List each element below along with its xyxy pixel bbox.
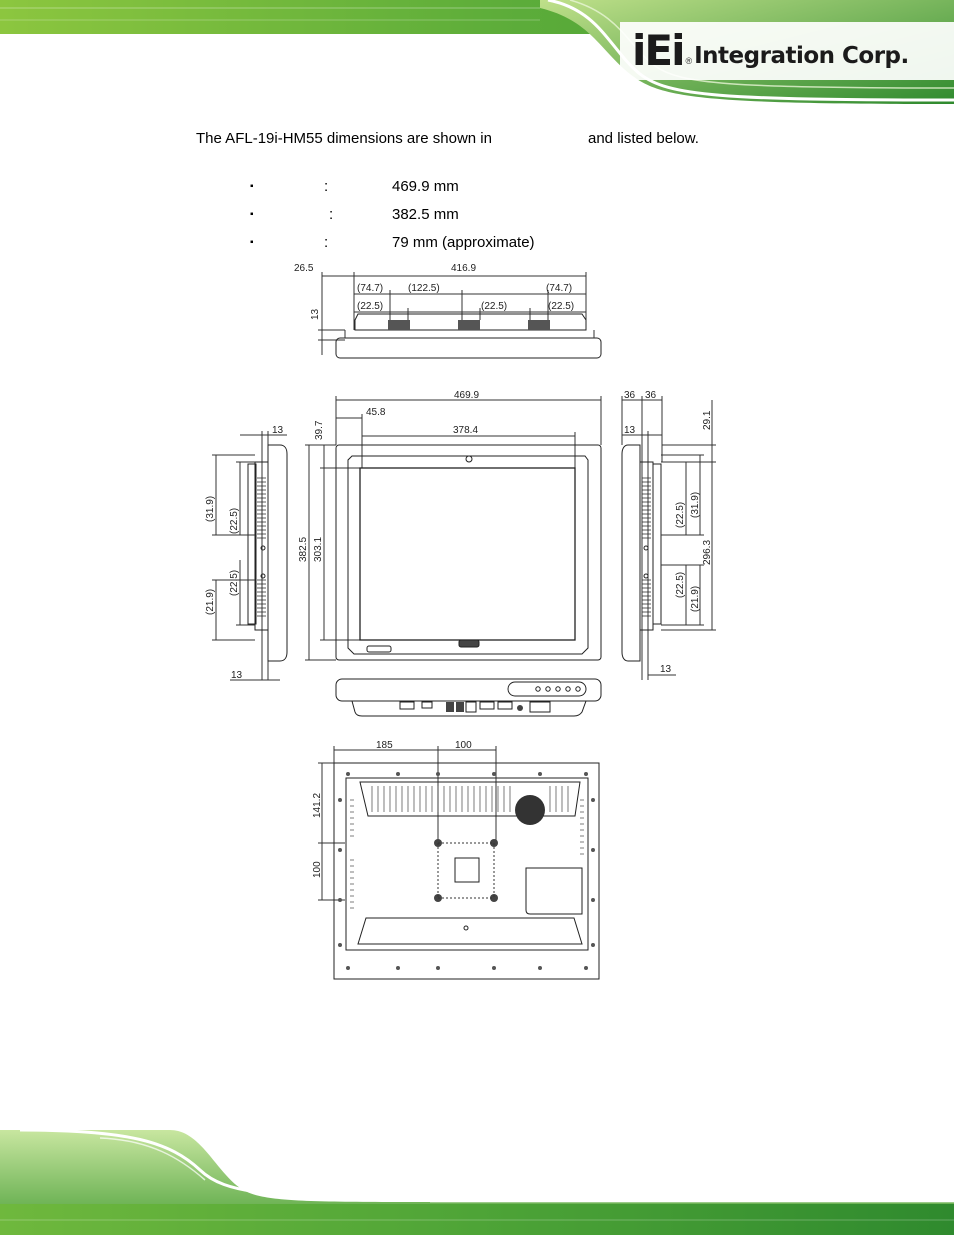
spec-value: 469.9 mm — [392, 178, 459, 195]
dim-label: (21.9) — [690, 586, 701, 612]
dim-label: (122.5) — [408, 283, 440, 294]
dim-label: (22.5) — [229, 508, 240, 534]
dim-label: 13 — [231, 670, 243, 681]
dim-label: (74.7) — [357, 283, 383, 294]
dim-label: (31.9) — [690, 492, 701, 518]
dim-label: (74.7) — [546, 283, 572, 294]
dim-label: 36 — [645, 390, 657, 401]
dim-label: 469.9 — [454, 390, 479, 401]
company-logo: iEi ® Integration Corp. — [632, 30, 909, 72]
dim-label: (22.5) — [229, 570, 240, 596]
bullet: ▪ — [250, 181, 254, 192]
header-banner — [0, 0, 954, 112]
logo-wordmark: Integration Corp. — [694, 43, 909, 69]
dim-label: 100 — [455, 740, 472, 751]
logo-registered: ® — [685, 56, 693, 66]
dim-label: (22.5) — [481, 301, 507, 312]
right-side-view: 36 36 13 13 29.1 (31.9) (22.5) 296.3 (22… — [621, 390, 716, 680]
dim-label: (31.9) — [205, 496, 216, 522]
dim-label: 13 — [624, 425, 636, 436]
spec-separator: : — [324, 178, 329, 195]
dim-label: 382.5 — [298, 537, 309, 562]
dim-label: 45.8 — [366, 407, 386, 418]
dim-label: 13 — [310, 308, 321, 320]
top-view: 26.5 416.9 (74.7) (122.5) (74.7) (22.5) … — [294, 263, 602, 359]
dim-label: (22.5) — [548, 301, 574, 312]
spec-separator: : — [324, 234, 329, 251]
dim-label: (21.9) — [205, 589, 216, 615]
dim-label: 416.9 — [451, 263, 476, 274]
spec-separator: : — [329, 206, 334, 223]
dim-label: 13 — [272, 425, 284, 436]
dim-label: 141.2 — [312, 793, 323, 818]
dim-label: 39.7 — [314, 420, 325, 440]
dim-label: 185 — [376, 740, 393, 751]
dim-label: (22.5) — [357, 301, 383, 312]
bullet: ▪ — [250, 209, 254, 220]
dim-label: 36 — [624, 390, 636, 401]
spec-value: 79 mm (approximate) — [392, 234, 535, 251]
logo-mark: iEi — [632, 26, 686, 75]
bottom-view — [335, 678, 602, 717]
intro-text-after: and listed below. — [588, 130, 699, 147]
dim-label: 26.5 — [294, 263, 314, 274]
intro-text-before: The AFL-19i-HM55 dimensions are shown in — [196, 130, 492, 147]
back-view: 185 100 141.2 100 — [312, 740, 600, 980]
spec-value: 382.5 mm — [392, 206, 459, 223]
dim-label: 303.1 — [313, 537, 324, 562]
bullet: ▪ — [250, 237, 254, 248]
footer-banner — [0, 1130, 954, 1235]
dim-label: 29.1 — [702, 410, 713, 430]
dim-label: 13 — [660, 664, 672, 675]
dim-label: (22.5) — [675, 502, 686, 528]
front-view: 469.9 45.8 378.4 39.7 382.5 303.1 — [298, 390, 602, 661]
left-side-view: 13 13 (31.9) (22.5) (22.5) (21.9) — [205, 425, 288, 681]
dim-label: (22.5) — [675, 572, 686, 598]
dim-label: 296.3 — [702, 540, 713, 565]
dim-label: 378.4 — [453, 425, 478, 436]
dim-label: 100 — [312, 861, 323, 878]
